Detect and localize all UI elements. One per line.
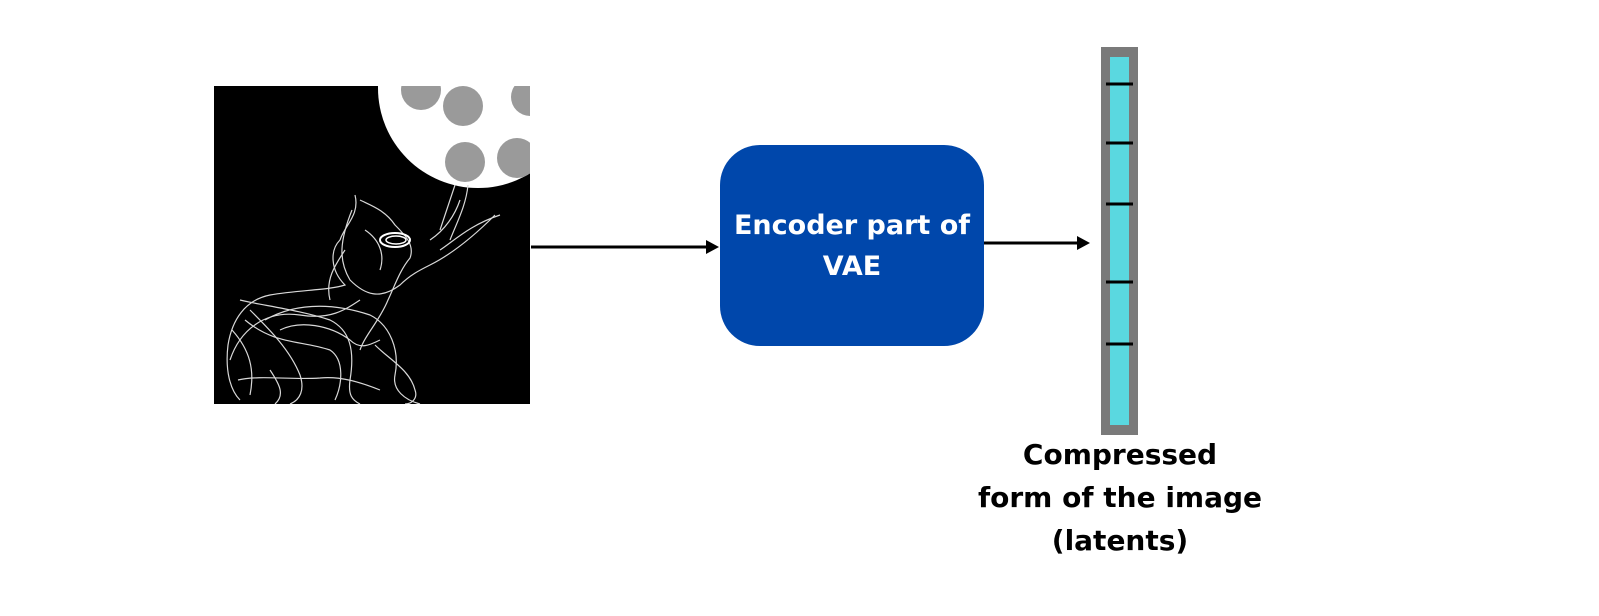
white-moon-shape (378, 86, 530, 188)
encoder-label: Encoder part of VAE (733, 209, 971, 282)
balloon-icon (445, 142, 485, 182)
arrow-image-to-encoder (531, 240, 719, 254)
arrow-encoder-to-latent (984, 236, 1090, 250)
balloon-icon (401, 86, 441, 110)
arrowhead-icon (1077, 236, 1090, 250)
balloon-icon (443, 86, 483, 126)
elephant-eye-scribble (379, 232, 411, 248)
balloon-icon (497, 138, 530, 178)
elephant-eye-scribble-inner (385, 235, 407, 245)
balloon-icon (511, 86, 530, 116)
elephant-sketch-icon (226, 184, 501, 404)
latent-vector (1101, 47, 1138, 435)
encoder-block: Encoder part of VAE (720, 145, 984, 346)
latent-vector-fill (1110, 57, 1129, 425)
input-image (214, 86, 530, 404)
arrowhead-icon (706, 240, 719, 254)
latent-caption: Compressed form of the image (latents) (977, 438, 1263, 557)
